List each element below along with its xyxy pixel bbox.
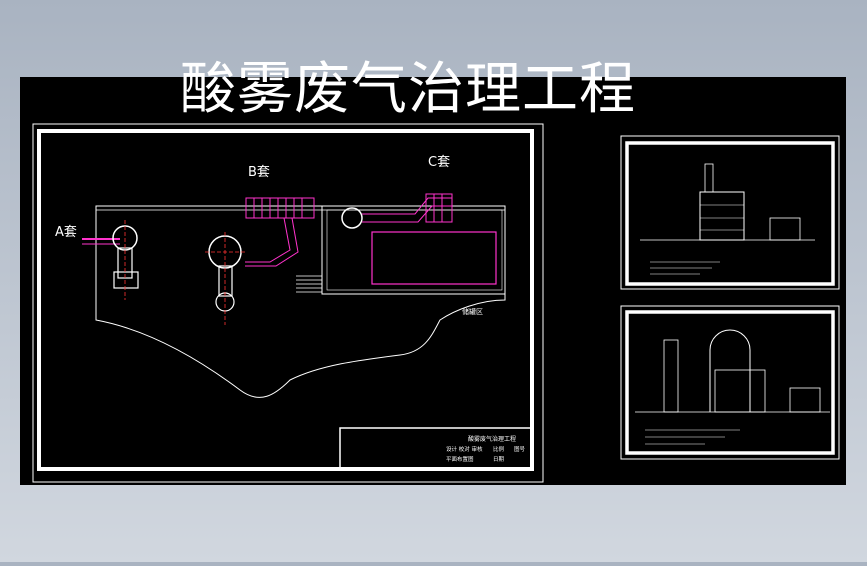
tank-area <box>371 231 497 285</box>
equipment-c <box>341 193 453 229</box>
building-c <box>296 205 506 295</box>
drawing-title: 酸雾废气治理工程 <box>180 57 636 122</box>
elevation-sheet-top <box>620 135 840 290</box>
site-boundary <box>95 205 506 398</box>
title-block-row3b: 日期 <box>493 456 505 463</box>
title-block-row3a: 平面布置图 <box>446 455 474 463</box>
equipment-b <box>205 197 315 325</box>
title-block-row2b: 比例 <box>493 445 505 453</box>
title-block-row2a: 设计 校对 审核 <box>446 445 483 453</box>
title-block-row1: 酸雾废气治理工程 <box>468 435 516 443</box>
label-a-set: A套 <box>55 224 77 240</box>
drawing-sheet <box>20 77 846 485</box>
label-room: 储罐区 <box>462 307 483 316</box>
elevation-sheet-bottom <box>620 305 840 460</box>
equipment-a <box>82 220 139 300</box>
title-block: 酸雾废气治理工程 设计 校对 审核 比例 图号 平面布置图 日期 <box>339 427 533 470</box>
label-c-set: C套 <box>428 154 450 170</box>
main-plan-frame <box>32 123 544 483</box>
title-block-row2c: 图号 <box>514 445 526 453</box>
label-b-set: B套 <box>248 164 270 180</box>
